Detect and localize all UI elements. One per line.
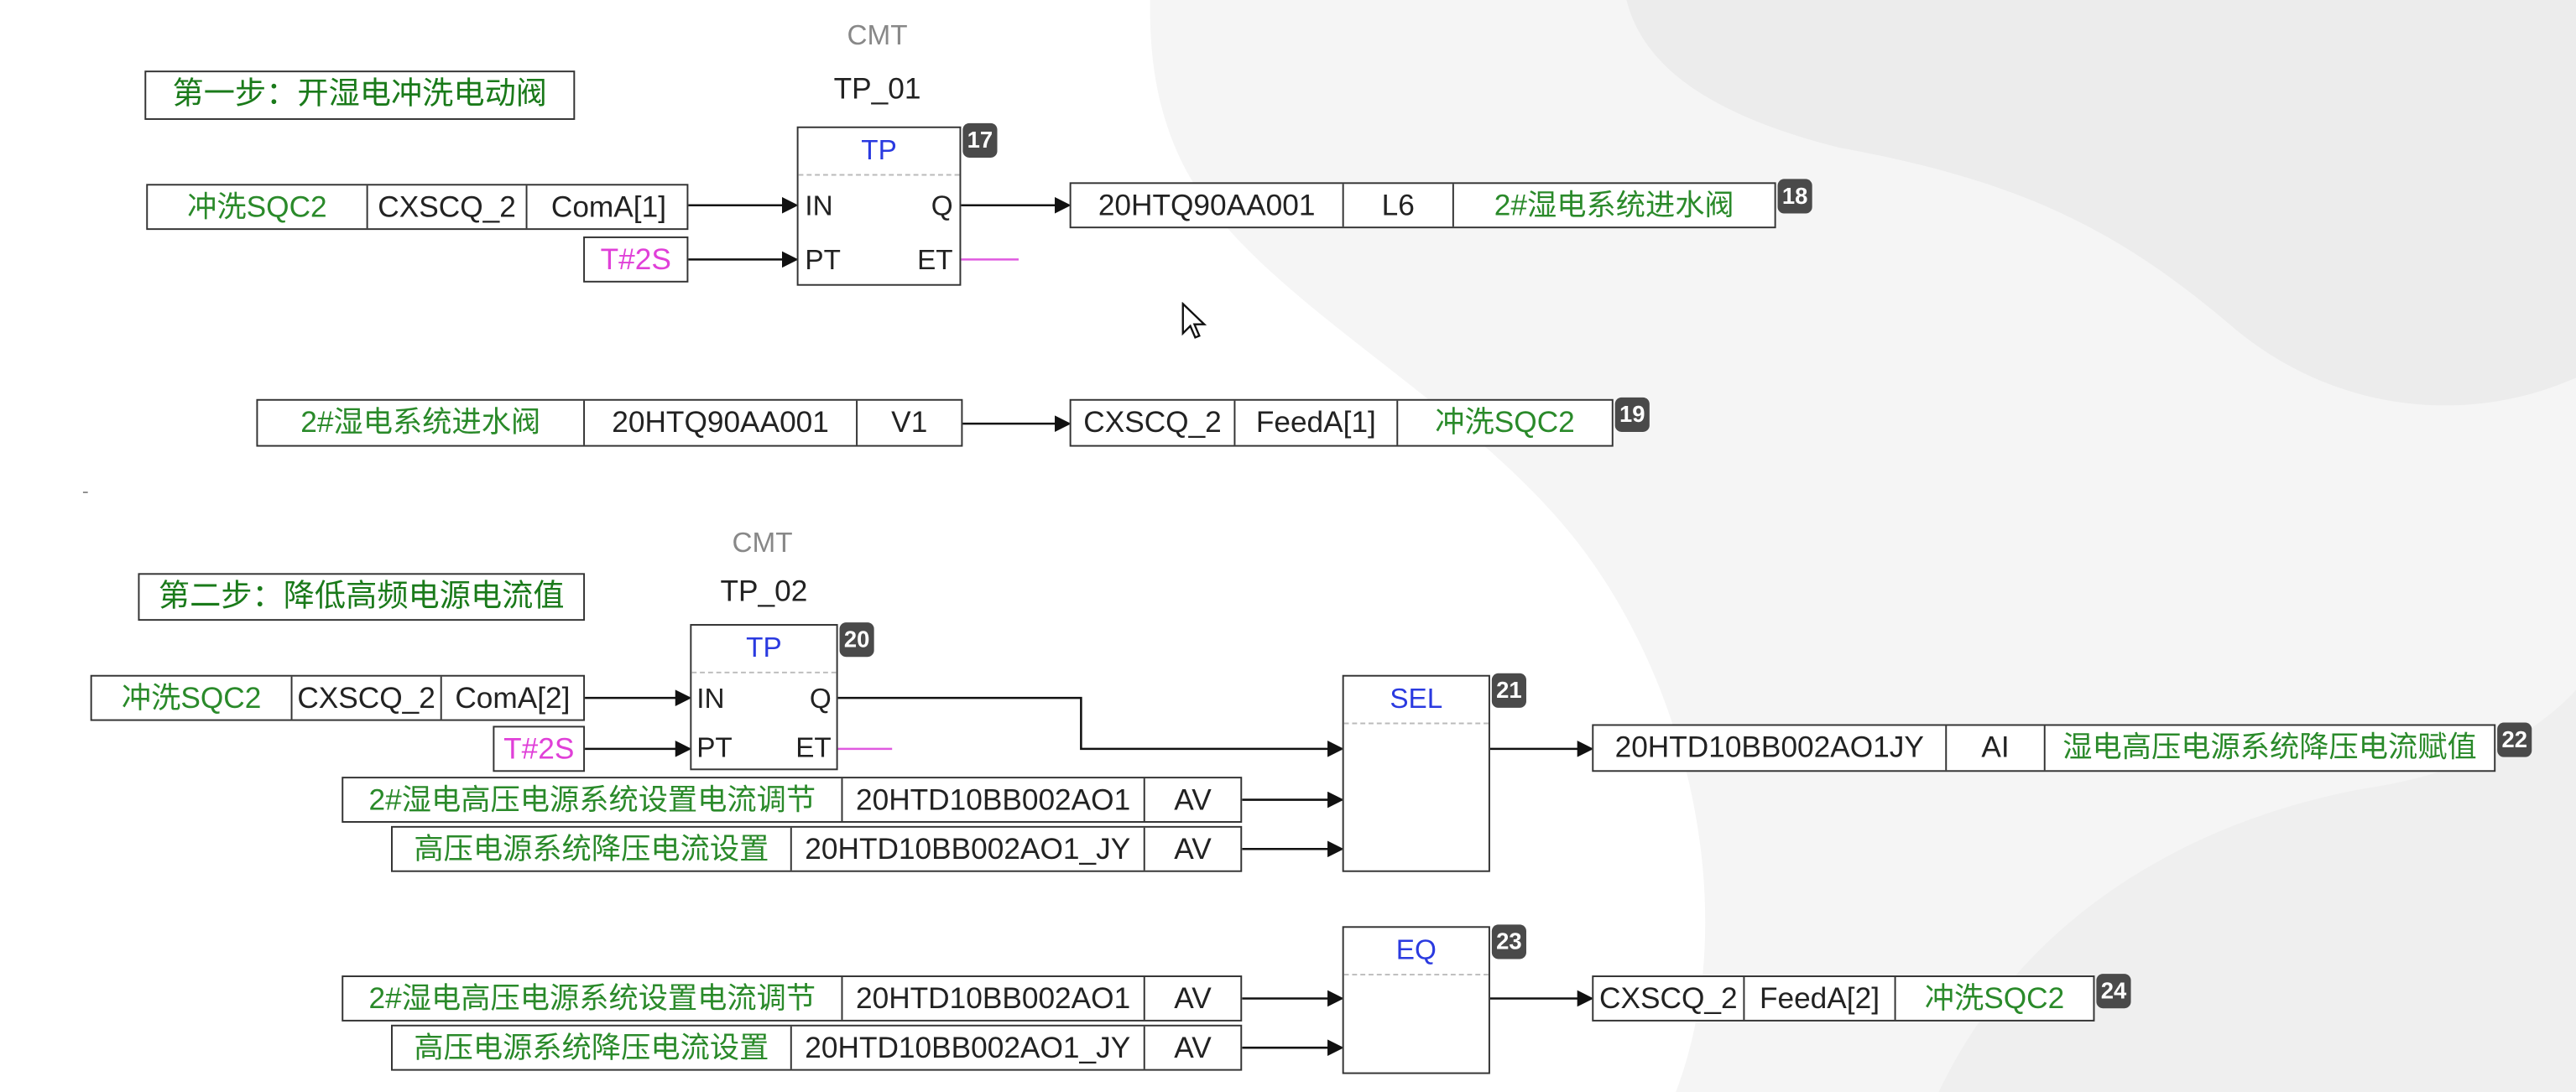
r8-param: AV xyxy=(1174,1031,1212,1064)
tp01-pin-pt: PT xyxy=(805,244,841,276)
o22-number-badge: 22 xyxy=(2497,722,2532,757)
o19-param: FeedA[1] xyxy=(1235,400,1399,445)
o24-desc: 冲洗SQC2 xyxy=(1924,981,2065,1016)
eq-number-badge: 23 xyxy=(1491,924,1526,959)
o18-desc: 2#湿电系统进水阀 xyxy=(1494,189,1734,222)
o22-desc: 湿电高压电源系统降压电流赋值 xyxy=(2062,731,2477,764)
r5-input-tag[interactable]: 2#湿电高压电源系统设置电流调节 20HTD10BB002AO1 AV xyxy=(342,777,1243,823)
mouse-cursor-icon xyxy=(1181,302,1207,339)
stray-mark: - xyxy=(81,479,89,503)
r4-tag: CXSCQ_2 xyxy=(293,676,442,720)
tp01-name: TP_01 xyxy=(833,72,921,106)
r1-time-value: T#2S xyxy=(600,242,671,276)
o24-output-tag[interactable]: CXSCQ_2 FeedA[2] 冲洗SQC2 xyxy=(1592,975,2095,1022)
r4-param: ComA[2] xyxy=(455,681,571,715)
eq-type: EQ xyxy=(1343,928,1489,976)
o19-tag: CXSCQ_2 xyxy=(1072,400,1236,445)
o22-tag: 20HTD10BB002AO1JY xyxy=(1593,725,1948,771)
r3-input-tag[interactable]: 2#湿电系统进水阀 20HTQ90AA001 V1 xyxy=(256,398,963,447)
r7-desc: 2#湿电高压电源系统设置电流调节 xyxy=(343,977,843,1020)
r3-desc: 2#湿电系统进水阀 xyxy=(258,400,586,445)
tp01-block[interactable]: TP IN PT Q ET xyxy=(796,126,962,286)
tp02-block[interactable]: TP IN PT Q ET xyxy=(690,624,838,771)
r1-input-tag[interactable]: 冲洗SQC2 CXSCQ_2 ComA[1] xyxy=(146,184,689,231)
tp02-comment: CMT xyxy=(732,527,793,559)
o19-desc: 冲洗SQC2 xyxy=(1435,405,1575,439)
r7-param: AV xyxy=(1174,981,1212,1016)
o19-output-tag[interactable]: CXSCQ_2 FeedA[1] 冲洗SQC2 xyxy=(1069,398,1614,447)
r3-param: V1 xyxy=(891,405,928,439)
sel-block[interactable]: SEL xyxy=(1342,674,1490,872)
o18-param: L6 xyxy=(1344,184,1454,227)
r5-param: AV xyxy=(1174,783,1212,817)
tp02-name: TP_02 xyxy=(720,575,808,608)
tp01-comment: CMT xyxy=(847,19,908,51)
r6-tag: 20HTD10BB002AO1_JY xyxy=(792,827,1145,871)
o22-output-tag[interactable]: 20HTD10BB002AO1JY AI 湿电高压电源系统降压电流赋值 xyxy=(1592,724,2496,772)
r6-input-tag[interactable]: 高压电源系统降压电流设置 20HTD10BB002AO1_JY AV xyxy=(391,825,1243,872)
o18-number-badge: 18 xyxy=(1777,179,1812,214)
r4-time-const[interactable]: T#2S xyxy=(493,725,586,772)
o24-tag: CXSCQ_2 xyxy=(1593,977,1745,1020)
r5-tag: 20HTD10BB002AO1 xyxy=(842,778,1145,821)
tp01-number-badge: 17 xyxy=(962,122,998,158)
sel-number-badge: 21 xyxy=(1491,673,1526,708)
step1-title: 第一步：开湿电冲洗电动阀 xyxy=(144,70,576,120)
r8-tag: 20HTD10BB002AO1_JY xyxy=(792,1026,1145,1069)
tp01-pin-q: Q xyxy=(931,190,953,222)
r1-tag: CXSCQ_2 xyxy=(368,185,528,229)
tp02-pin-q: Q xyxy=(809,683,832,715)
r1-param: ComA[1] xyxy=(550,190,666,224)
o18-output-tag[interactable]: 20HTQ90AA001 L6 2#湿电系统进水阀 xyxy=(1069,182,1776,229)
eq-block[interactable]: EQ xyxy=(1342,926,1490,1074)
o18-tag: 20HTQ90AA001 xyxy=(1072,184,1344,227)
wire-tp02-q-to-sel xyxy=(837,696,1344,757)
r1-desc: 冲洗SQC2 xyxy=(148,185,368,229)
r5-desc: 2#湿电高压电源系统设置电流调节 xyxy=(343,778,843,821)
tp02-number-badge: 20 xyxy=(839,622,874,658)
o22-param: AI xyxy=(1947,725,2046,771)
tp01-type: TP xyxy=(798,128,960,176)
r7-tag: 20HTD10BB002AO1 xyxy=(842,977,1145,1020)
tp02-pin-pt: PT xyxy=(696,732,733,764)
o24-param: FeedA[2] xyxy=(1744,977,1896,1020)
tp01-pin-et: ET xyxy=(917,244,953,276)
o19-number-badge: 19 xyxy=(1614,397,1650,432)
r8-desc: 高压电源系统降压电流设置 xyxy=(393,1026,792,1069)
step2-title: 第二步：降低高频电源电流值 xyxy=(138,573,586,621)
tp01-pin-in: IN xyxy=(805,190,833,222)
r3-tag: 20HTQ90AA001 xyxy=(585,400,858,445)
r4-input-tag[interactable]: 冲洗SQC2 CXSCQ_2 ComA[2] xyxy=(90,674,586,721)
r4-time-value: T#2S xyxy=(503,732,575,766)
r6-desc: 高压电源系统降压电流设置 xyxy=(393,827,792,871)
r4-desc: 冲洗SQC2 xyxy=(92,676,293,720)
sel-type: SEL xyxy=(1343,677,1489,725)
o24-number-badge: 24 xyxy=(2096,974,2131,1009)
tp02-pin-et: ET xyxy=(795,732,832,764)
tp02-type: TP xyxy=(691,626,837,673)
tp02-pin-in: IN xyxy=(696,683,725,715)
r8-input-tag[interactable]: 高压电源系统降压电流设置 20HTD10BB002AO1_JY AV xyxy=(391,1024,1243,1071)
r6-param: AV xyxy=(1174,832,1212,866)
r1-time-const[interactable]: T#2S xyxy=(583,236,689,283)
r7-input-tag[interactable]: 2#湿电高压电源系统设置电流调节 20HTD10BB002AO1 AV xyxy=(342,975,1243,1022)
